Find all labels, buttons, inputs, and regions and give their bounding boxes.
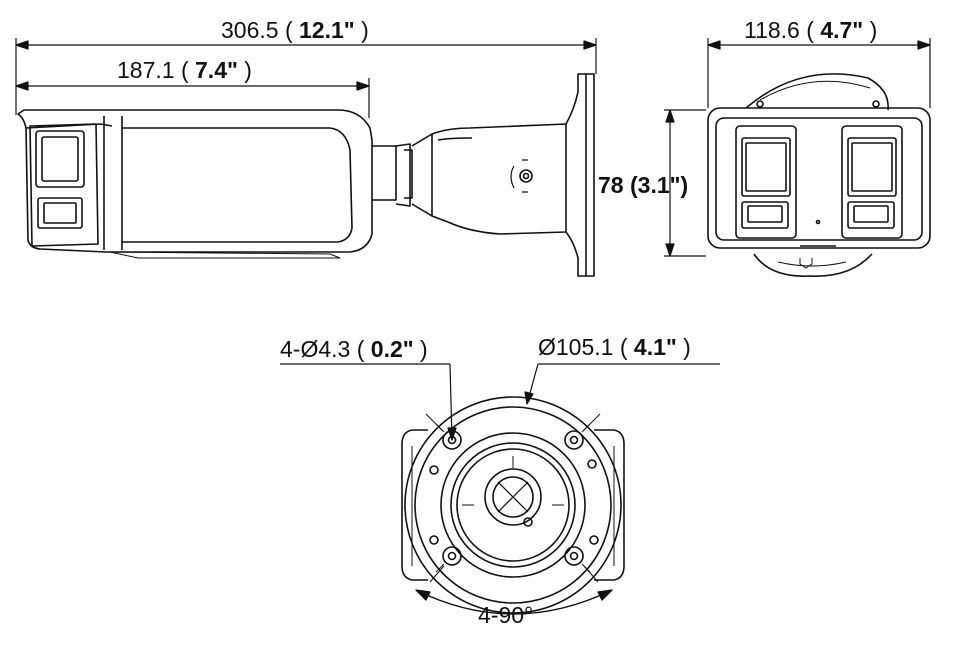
leader-base-diameter (524, 363, 720, 405)
overall-length-inch: 12.1" (299, 17, 355, 43)
width-inch: 4.7" (820, 17, 864, 43)
height-value: 78 (598, 172, 624, 198)
overall-length-label: 306.5 ( 12.1" ) (221, 17, 369, 43)
camera-housing-front (707, 107, 931, 249)
camera-mount-joint (372, 133, 433, 217)
hole-spec-inch: 0.2" (370, 336, 414, 362)
width-label: 118.6 ( 4.7" ) (744, 17, 878, 43)
width-value: 118.6 (744, 17, 800, 43)
wall-base (565, 73, 595, 277)
front-view (664, 38, 931, 277)
dim-line-width (707, 38, 931, 108)
hole-spec-value: 4-Ø4.3 (280, 336, 351, 362)
base-plate (404, 396, 622, 614)
height-inch: 3.1" (637, 172, 681, 198)
base-diameter-label: Ø105.1 ( 4.1" ) (538, 334, 691, 360)
screw-hole (435, 546, 462, 573)
body-length-label: 187.1 ( 7.4" ) (117, 57, 252, 83)
body-length-value: 187.1 (117, 57, 175, 83)
bottom-view (280, 363, 720, 615)
angle-arc (415, 589, 613, 615)
side-view (15, 38, 597, 277)
overall-length-value: 306.5 (221, 17, 279, 43)
screw-hole (564, 546, 591, 573)
camera-housing-side (17, 109, 373, 259)
base-diameter-inch: 4.1" (633, 334, 677, 360)
body-length-inch: 7.4" (195, 57, 238, 83)
dim-line-overall-length (15, 38, 597, 115)
height-label: 78 (3.1") (598, 172, 689, 198)
hole-spec-label: 4-Ø4.3 ( 0.2" ) (280, 336, 428, 362)
screw-holes (425, 413, 601, 583)
mount-arm (431, 123, 567, 235)
rotation-angle-label: 4-90° (478, 602, 534, 628)
dim-line-height (664, 109, 706, 257)
base-diameter-value: Ø105.1 (538, 334, 614, 360)
mount-dome-front (745, 73, 889, 277)
mounting-tabs (401, 429, 625, 581)
dim-line-body-length (15, 78, 370, 118)
leader-hole-spec (280, 363, 457, 441)
